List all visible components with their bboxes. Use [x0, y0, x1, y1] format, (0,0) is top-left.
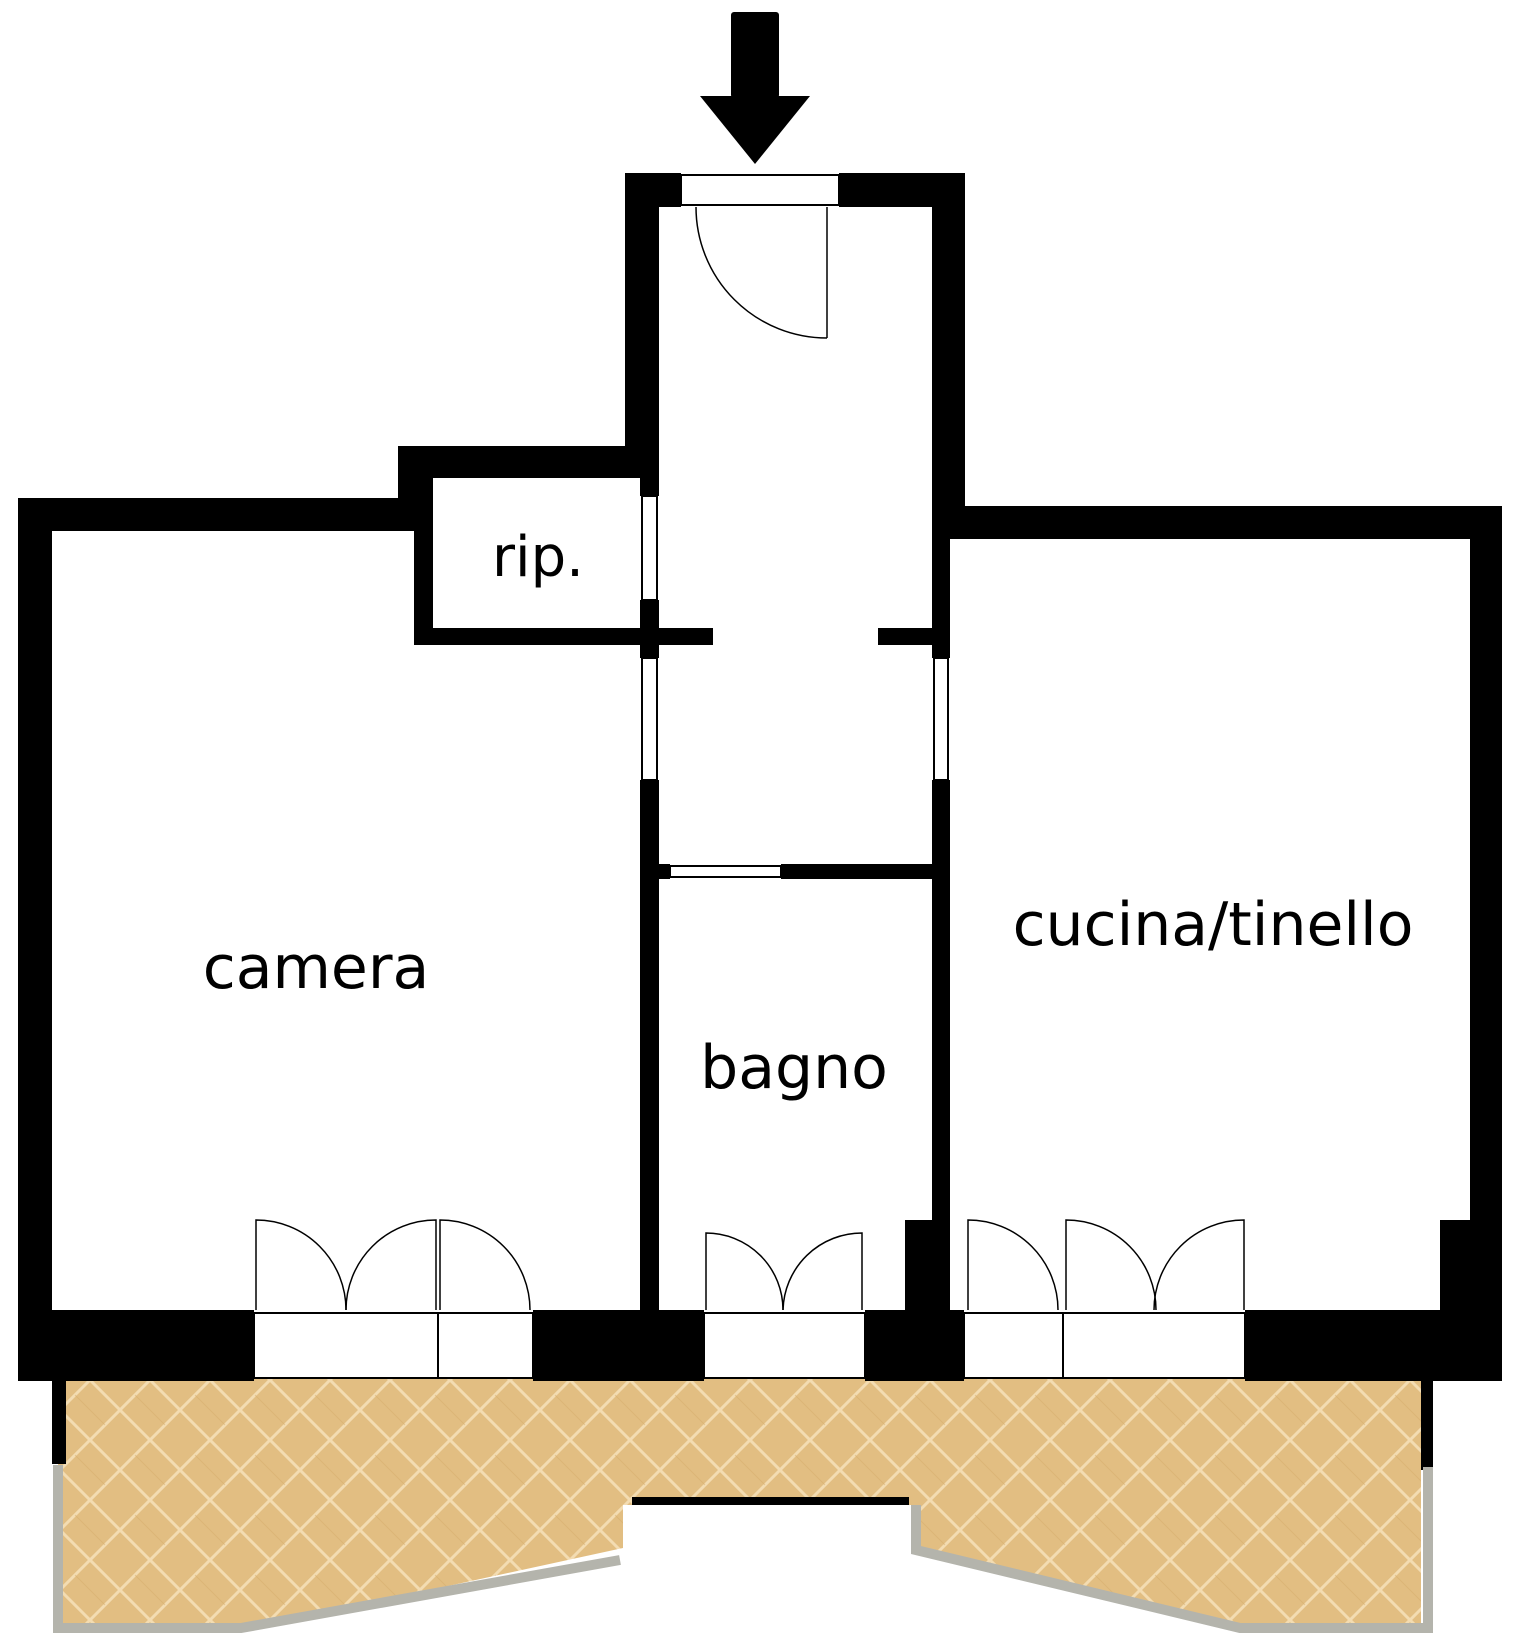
- window-bath-top: [669, 865, 782, 878]
- door-kitchen-3: [1153, 1219, 1245, 1311]
- wall-bottom-mid: [865, 1310, 964, 1381]
- door-bath-2: [782, 1232, 863, 1311]
- window-bedroom-2: [437, 1312, 534, 1379]
- walls: [18, 173, 1502, 1381]
- entrance-arrow-icon: [700, 12, 810, 164]
- window-bath: [703, 1312, 866, 1379]
- wall-kitchen-corner: [1440, 1220, 1502, 1320]
- room-label-kitchen: cucina/tinello: [1013, 890, 1414, 960]
- window-entrance: [680, 174, 840, 206]
- door-kitchen-1: [967, 1219, 1059, 1311]
- door-bedroom-2: [345, 1219, 437, 1311]
- wall-corridor-left-upper: [640, 478, 659, 496]
- wall-bedroom-top: [18, 498, 433, 531]
- wall-entrance-right: [932, 173, 965, 533]
- wall-entrance-left: [625, 173, 659, 478]
- window-kitchen-2: [1062, 1312, 1246, 1379]
- door-entrance: [695, 206, 828, 339]
- wall-bath-bottom-pier: [905, 1220, 950, 1320]
- terrace: [52, 1378, 1433, 1633]
- wall-bath-top-right: [781, 864, 950, 879]
- terrace-edge-left: [52, 1378, 66, 1464]
- window-bedroom-1: [253, 1312, 439, 1379]
- wall-bath-top: [640, 864, 670, 879]
- windows: [253, 174, 1246, 1379]
- wall-corridor-right-stub: [878, 628, 936, 645]
- terrace-step: [632, 1497, 909, 1505]
- door-bedroom-1: [255, 1219, 347, 1311]
- terrace-edge-right: [1421, 1378, 1433, 1470]
- window-corridor-right: [933, 657, 949, 781]
- door-kitchen-2: [1065, 1219, 1157, 1311]
- wall-bottom-left: [18, 1310, 254, 1381]
- wall-storage-bottom: [414, 628, 713, 645]
- doors: [255, 206, 1245, 1311]
- door-bath-1: [705, 1232, 784, 1311]
- wall-corridor-left-low: [640, 780, 659, 1320]
- door-bedroom-3: [439, 1219, 531, 1311]
- window-corridor-left-lower: [641, 657, 658, 781]
- room-label-bedroom: camera: [203, 933, 430, 1003]
- room-label-storage: rip.: [492, 525, 584, 590]
- wall-storage-left-lower: [414, 446, 433, 644]
- wall-bottom-right: [1245, 1310, 1502, 1381]
- wall-bedroom-left: [18, 498, 52, 1381]
- wall-kitchen-top: [932, 506, 1502, 539]
- wall-bottom-mid-left: [533, 1310, 704, 1381]
- window-corridor-left-upper: [641, 495, 658, 601]
- room-label-bathroom: bagno: [700, 1033, 888, 1103]
- wall-corridor-left-mid: [640, 600, 659, 658]
- wall-corridor-right-low: [932, 780, 950, 1220]
- railing: [53, 1465, 621, 1633]
- wall-storage-top: [398, 446, 659, 478]
- wall-corridor-right-mid: [932, 533, 950, 658]
- railing: [911, 1467, 1433, 1633]
- window-kitchen-1: [963, 1312, 1064, 1379]
